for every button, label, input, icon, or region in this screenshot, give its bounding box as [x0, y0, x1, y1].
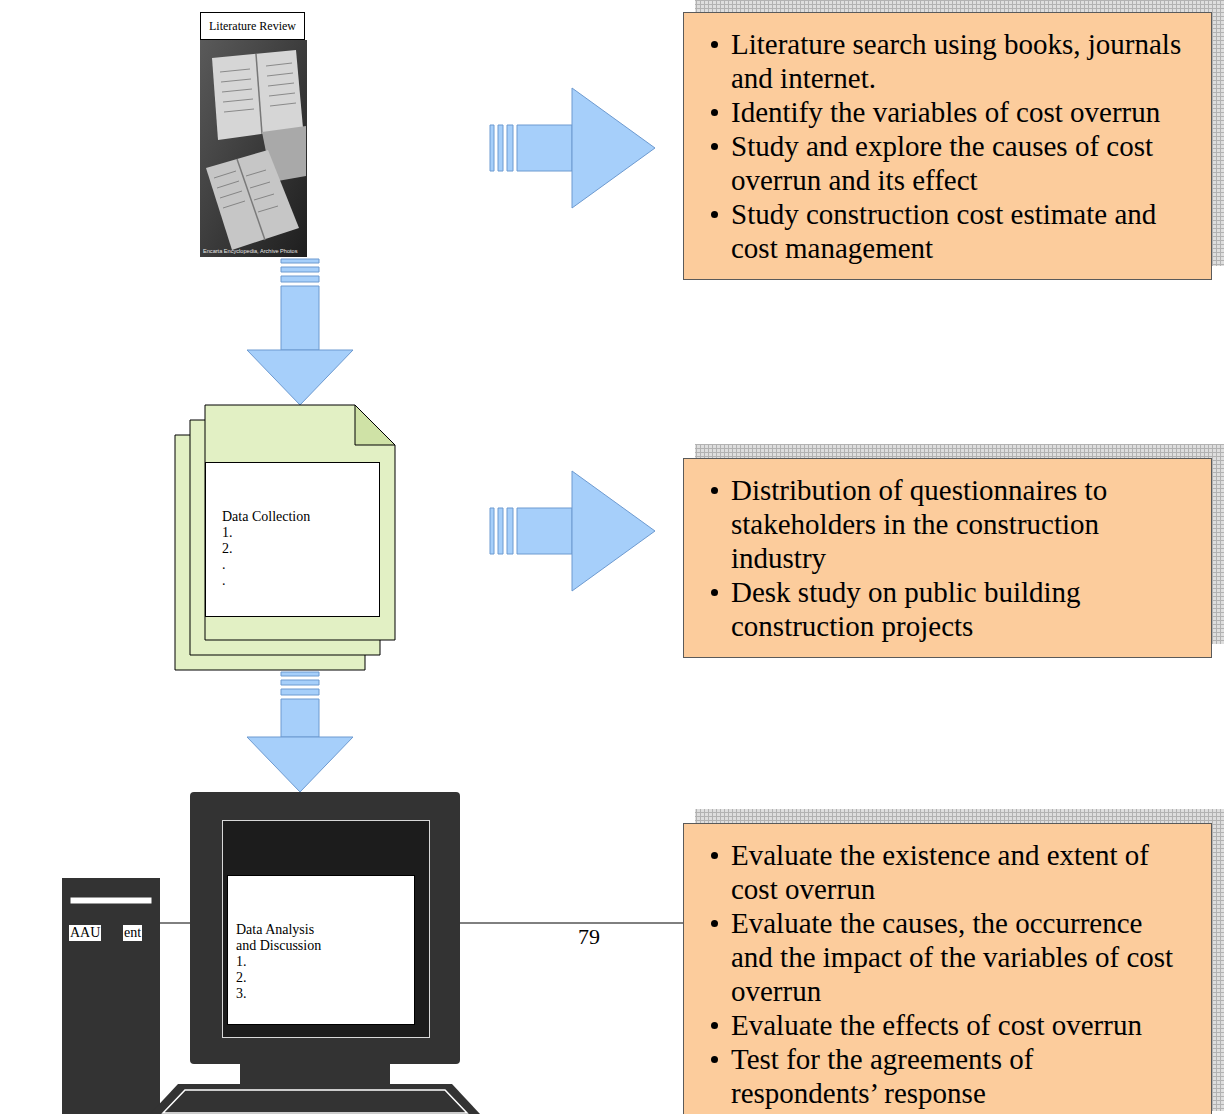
notebook-spine — [256, 54, 262, 134]
bullet-item: Evaluate the existence and extent of cos… — [731, 838, 1184, 906]
notebook-photo — [200, 40, 307, 257]
screen-text: Data Analysis and Discussion — [236, 922, 328, 954]
arrow-tail-bar — [281, 276, 319, 282]
bullet-item: Identify the variables of cost overrun — [731, 95, 1184, 129]
notebook-page — [212, 50, 303, 140]
arrow-head — [572, 88, 655, 208]
page-shape — [205, 405, 395, 640]
bullet-item: Distribution of questionnaires to stakeh… — [731, 473, 1184, 575]
keyboard — [150, 1084, 480, 1114]
arrow-tail-bar — [490, 508, 494, 554]
bullet-item: Study construction cost estimate and cos… — [731, 197, 1184, 265]
bullet-box: Literature search using books, journals … — [683, 12, 1212, 280]
notebook-writing — [220, 63, 296, 112]
page-number: 79 — [577, 925, 601, 949]
footer-text: ent — [123, 925, 142, 941]
screen-text: 3. — [236, 986, 328, 1002]
block-arrow — [247, 259, 353, 405]
arrow-tail-bar — [507, 508, 513, 554]
bullet-dot — [711, 109, 718, 116]
arrow-shaft — [517, 125, 572, 171]
arrow-head — [247, 737, 353, 792]
bullet-item: Test for the agreements of respondents’ … — [731, 1042, 1184, 1110]
bullet-item: Evaluate the effects of cost overrun — [731, 1008, 1184, 1042]
bullet-dot — [711, 211, 718, 218]
monitor-stand — [240, 1062, 390, 1084]
screen-text: 2. — [236, 970, 328, 986]
arrow-head — [572, 471, 655, 591]
notebook-writing — [214, 170, 278, 212]
arrow-tail-bar — [490, 125, 494, 171]
bullet-item: Evaluate the causes, the occurrence and … — [731, 906, 1184, 1008]
bullet-dot — [711, 487, 718, 494]
screen-text-box: Data Analysis and Discussion1.2.3. — [227, 875, 415, 1025]
computer-monitor: Data Analysis and Discussion1.2.3. — [190, 792, 460, 1064]
arrow-tail-bar — [507, 125, 513, 171]
page-text: Data Collection — [222, 509, 371, 525]
arrow-tail-bar — [281, 259, 319, 263]
bullet-text: Literature search using books, journals … — [731, 28, 1181, 94]
drive-slot — [70, 897, 152, 904]
arrow-tail-bar — [281, 267, 319, 272]
bullet-item: Literature search using books, journals … — [731, 27, 1184, 95]
arrow-shaft — [517, 508, 572, 554]
bullet-box: Evaluate the existence and extent of cos… — [683, 823, 1212, 1114]
photo-background — [200, 40, 307, 257]
arrow-tail-bar — [498, 508, 503, 554]
page-text: 2. — [222, 541, 371, 557]
arrow-shaft — [281, 699, 319, 737]
hatched-shadow — [695, 0, 1224, 266]
bullet-text: Evaluate the effects of cost overrun — [731, 1009, 1142, 1041]
page-text-box: Data Collection1.2... — [205, 462, 380, 617]
bullet-text: Evaluate the existence and extent of cos… — [731, 839, 1149, 905]
bullet-text: Distribution of questionnaires to stakeh… — [731, 474, 1107, 574]
arrow-tail-bar — [281, 680, 319, 685]
monitor-screen: Data Analysis and Discussion1.2.3. — [222, 820, 430, 1038]
computer-tower — [62, 878, 160, 1114]
photo-credit: Encarta Encyclopedia, Archive Photos — [202, 248, 299, 255]
bullet-text: Identify the variables of cost overrun — [731, 96, 1160, 128]
bullet-text: Evaluate the causes, the occurrence and … — [731, 907, 1173, 1007]
arrow-tail-bar — [498, 125, 503, 171]
arrow-tail-bar — [281, 672, 319, 676]
page-fold — [355, 405, 395, 445]
title-box: Literature Review — [200, 12, 305, 40]
page-text: . — [222, 573, 371, 589]
notebook-page — [206, 150, 299, 250]
document-page: Data Collection1.2... — [205, 405, 395, 640]
arrow-shaft — [281, 286, 319, 350]
bullet-text: Desk study on public building constructi… — [731, 576, 1081, 642]
bullet-dot — [711, 1022, 718, 1029]
block-arrow — [490, 88, 655, 208]
bullet-text: Test for the agreements of respondents’ … — [731, 1043, 1033, 1109]
photo-node: Literature Review — [200, 12, 307, 257]
page-text: 1. — [222, 525, 371, 541]
bullet-dot — [711, 589, 718, 596]
bullet-dot — [711, 1056, 718, 1063]
box-label: Literature Review — [209, 19, 296, 33]
page-text: . — [222, 557, 371, 573]
bullet-dot — [711, 143, 718, 150]
footer-text: AAU — [69, 925, 101, 941]
bullet-item: Desk study on public building constructi… — [731, 575, 1184, 643]
bullet-item: Study and explore the causes of cost ove… — [731, 129, 1184, 197]
bullet-box: Distribution of questionnaires to stakeh… — [683, 458, 1212, 658]
screen-text: 1. — [236, 954, 328, 970]
arrow-tail-bar — [281, 689, 319, 695]
bullet-dot — [711, 920, 718, 927]
bullet-text: Study construction cost estimate and cos… — [731, 198, 1156, 264]
block-arrow — [247, 672, 353, 792]
keyboard-outline — [163, 1090, 467, 1113]
bullet-dot — [711, 852, 718, 859]
bullet-text: Study and explore the causes of cost ove… — [731, 130, 1153, 196]
bullet-dot — [711, 41, 718, 48]
arrow-head — [247, 350, 353, 405]
block-arrow — [490, 471, 655, 591]
